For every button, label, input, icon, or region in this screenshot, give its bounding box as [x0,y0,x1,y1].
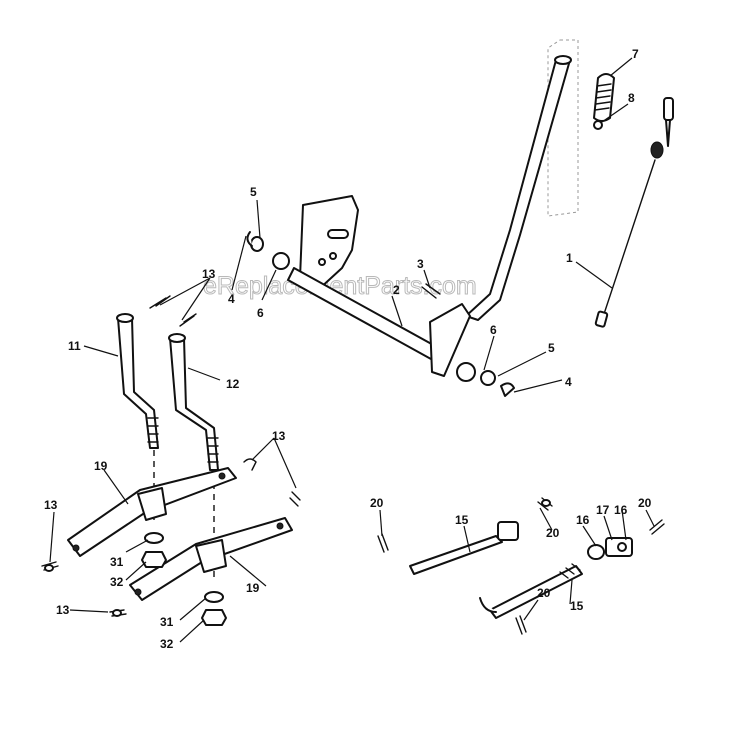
callout-6-left: 6 [257,306,264,320]
callout-20-left: 20 [370,496,384,510]
callout-4-left: 4 [228,292,235,306]
lift-link-11 [116,313,159,449]
callout-20-mid: 20 [546,526,560,540]
pins-20 [377,497,665,635]
callout-11: 11 [68,339,81,353]
callout-20-right: 20 [638,496,652,510]
callout-15-upper: 15 [455,513,469,527]
callout-labels: 1 2 3 4 4 5 5 6 6 7 8 11 12 13 13 13 13 … [44,47,652,651]
callout-13-bottom: 13 [56,603,70,617]
washer-nut-upper [141,532,167,568]
callout-1: 1 [566,251,573,265]
callout-32-upper: 32 [110,575,124,589]
callout-17: 17 [596,503,610,517]
callout-15-lower: 15 [570,599,584,613]
callout-19-upper: 19 [94,459,108,473]
callout-16-left: 16 [576,513,590,527]
deck-rod-lower [479,563,583,619]
lift-handle [465,55,572,321]
handle-grip [593,73,615,130]
callout-6-right: 6 [490,323,497,337]
lift-arm-lower [129,517,293,601]
lift-shaft [287,267,471,377]
callout-4-right: 4 [565,375,572,389]
callout-19-lower: 19 [246,581,260,595]
cotter-pin-3 [421,283,441,299]
callout-2: 2 [393,283,400,297]
callout-13-top: 13 [202,267,216,281]
callout-32-lower: 32 [160,637,174,651]
ferrule-assembly [587,537,633,560]
callout-5-right: 5 [548,341,555,355]
callout-20-bottom: 20 [537,586,551,600]
lift-handle-shadow [547,39,579,217]
washer-nut-lower [201,591,227,626]
lift-link-12 [168,333,219,471]
deck-rod-upper [409,521,519,575]
shaft-bushings [246,231,515,397]
callout-13-left: 13 [44,498,58,512]
watermark-text: eReplacementParts.com [203,272,477,300]
callout-16-right: 16 [614,503,628,517]
callout-7: 7 [632,47,639,61]
adjust-rod [594,97,674,328]
hairpin-clips [41,295,301,617]
callout-31-upper: 31 [110,555,124,569]
callout-5-left: 5 [250,185,257,199]
callout-13-right: 13 [272,429,286,443]
leader-lines [49,57,655,643]
lift-arm-upper [67,467,237,557]
callout-12: 12 [226,377,240,391]
callout-3: 3 [417,257,424,271]
callout-8: 8 [628,91,635,105]
callout-31-lower: 31 [160,615,174,629]
